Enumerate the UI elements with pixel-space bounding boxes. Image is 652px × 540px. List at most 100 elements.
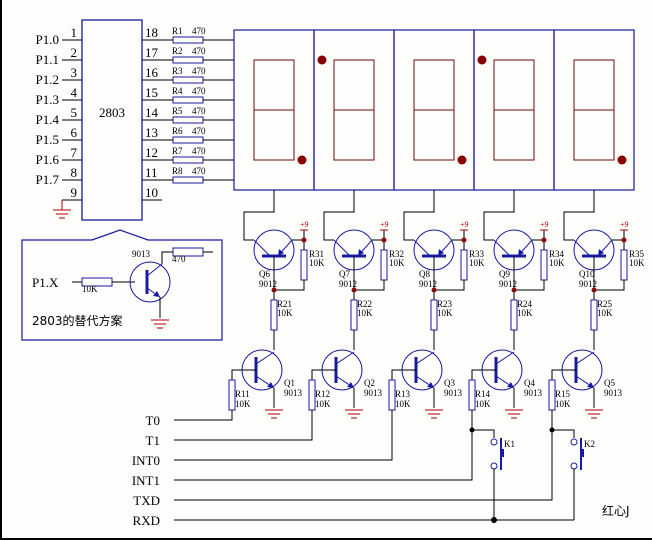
digit-driver-stages: Q69012+9R3110KR2110KQ19013R1110KQ79012+9… [228, 190, 645, 419]
chip-pin-6: 6 P1.5 [36, 125, 82, 147]
resistor-value: 470 [192, 66, 206, 76]
resistor-name: R14 [475, 389, 491, 399]
resistor-name: R12 [315, 389, 330, 399]
chip-pin-2: 2P1.1 [36, 45, 82, 67]
pin-number: 9 [71, 185, 78, 200]
chip-pin-4: 4P1.3 [36, 85, 82, 107]
transistor-name: Q6 [259, 269, 270, 279]
resistor-value: 10K [315, 399, 331, 409]
resistor-value: 470 [192, 26, 206, 36]
inset-border [21, 229, 223, 341]
resistor-name: R25 [597, 299, 613, 309]
port-label: P1.0 [36, 32, 59, 47]
digit-display-4 [473, 29, 555, 191]
transistor-name: Q1 [284, 378, 295, 388]
transistor-type: 9013 [444, 388, 463, 398]
pin-number: 10 [145, 185, 158, 200]
key-k1[interactable]: K1 [469, 427, 516, 471]
supply-label: +9 [540, 220, 549, 229]
signal-txd: TXD [133, 410, 553, 508]
decimal-point [457, 155, 467, 165]
inset-collector-resistor-value: 470 [172, 254, 186, 264]
transistor-type: 9012 [259, 279, 277, 289]
resistor-value: 470 [192, 146, 206, 156]
key-k2[interactable]: K2 [549, 427, 596, 471]
pin-number: 15 [145, 85, 158, 100]
chip-pin-3: 3P1.2 [36, 65, 82, 87]
transistor-name: Q10 [579, 269, 595, 279]
pin-number: 11 [145, 165, 158, 180]
port-label: P1.5 [36, 132, 59, 147]
inset-base-resistor-value: 10K [82, 284, 98, 294]
pin-number: 18 [145, 25, 158, 40]
transistor-type: 9012 [499, 279, 517, 289]
resistor-name: R1 [172, 26, 183, 36]
transistor-type: 9013 [524, 388, 543, 398]
inset-input-label: P1.X [32, 275, 59, 290]
resistor-name: R35 [629, 249, 645, 259]
signal-rxd: RXD [133, 513, 574, 528]
resistor-value: 10K [357, 308, 373, 318]
resistor-value: 10K [309, 258, 325, 268]
decimal-point [297, 155, 307, 165]
resistor-value: 470 [192, 86, 206, 96]
ground-symbol [585, 409, 603, 419]
resistor-name: R34 [549, 249, 565, 259]
chip-pin-7: 7P1.6 [36, 145, 82, 167]
resistor-R32 [380, 249, 388, 281]
chip-pin-17: 17 [142, 45, 162, 61]
resistor-R35 [620, 249, 628, 281]
transistor-name: Q5 [604, 378, 615, 388]
resistor-value: 10K [475, 399, 491, 409]
chip-body [81, 19, 143, 221]
transistor-type: 9013 [604, 388, 623, 398]
resistor-name: R6 [172, 126, 183, 136]
pin-number: 5 [71, 105, 78, 120]
key-label: K2 [584, 439, 595, 449]
resistor-value: 10K [629, 258, 645, 268]
resistor-name: R11 [235, 389, 250, 399]
resistor-name: R2 [172, 46, 183, 56]
resistor-value: 10K [277, 308, 293, 318]
resistor-name: R5 [172, 106, 183, 116]
resistor-name: R23 [437, 299, 453, 309]
signal-int0: INT0 [132, 410, 393, 468]
resistor-name: R8 [172, 166, 183, 176]
transistor-name: Q4 [524, 378, 535, 388]
resistor-value: 10K [437, 308, 453, 318]
chip-pin-14: 14 [142, 105, 162, 121]
inset-caption: 2803的替代方案 [32, 313, 123, 328]
decimal-point [477, 55, 487, 65]
inset-transistor-type: 9013 [132, 249, 151, 259]
resistor-name: R13 [395, 389, 411, 399]
seven-segment-displays [233, 29, 635, 191]
pin-number: 6 [71, 125, 78, 140]
resistor-name: R31 [309, 249, 324, 259]
pin-number: 3 [71, 65, 78, 80]
digit-display-3 [393, 29, 475, 191]
resistor-name: R32 [389, 249, 404, 259]
svg-text:RXD: RXD [133, 513, 160, 528]
resistor-name: R15 [555, 389, 571, 399]
resistor-R31 [300, 249, 308, 281]
chip-pin-8: 8P1.7 [36, 165, 82, 187]
chip-pin-10: 10 [142, 185, 162, 201]
decimal-point [617, 155, 627, 165]
resistor-name: R33 [469, 249, 485, 259]
pin-number: 1 [71, 25, 78, 40]
